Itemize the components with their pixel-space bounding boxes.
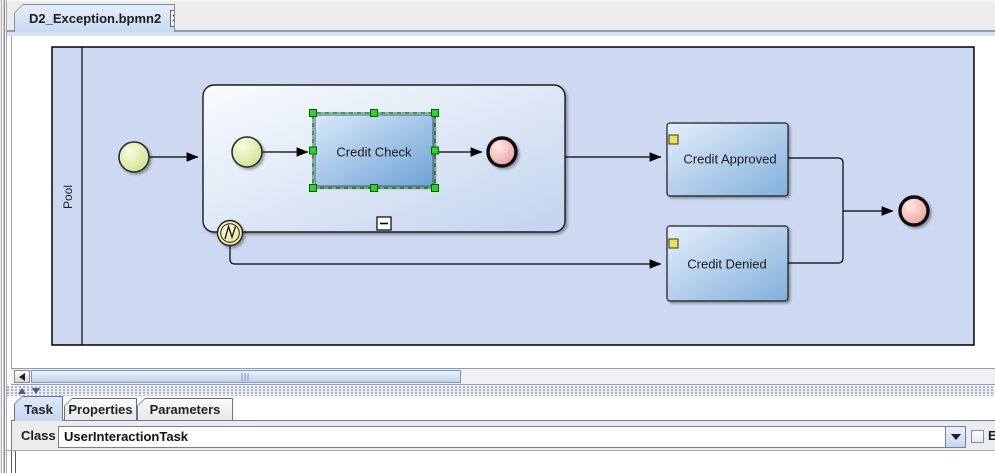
class-value: UserInteractionTask [64, 429, 189, 444]
task-marker-icon [668, 238, 679, 249]
scroll-left-icon [19, 372, 25, 381]
class-combobox[interactable]: UserInteractionTask [58, 426, 966, 448]
class-label: Class [21, 428, 56, 443]
collapse-marker-icon[interactable] [376, 216, 392, 231]
start-event-inner[interactable] [231, 136, 263, 168]
tab-properties[interactable]: Properties [64, 398, 137, 420]
chevron-down-icon [950, 434, 961, 440]
tab-parameters[interactable]: Parameters [137, 398, 233, 420]
tab-close-button[interactable]: ✕ [170, 10, 174, 27]
split-divider[interactable] [7, 386, 995, 396]
canvas-hscrollbar[interactable] [11, 368, 995, 385]
task-credit-check-label: Credit Check [336, 145, 412, 160]
exclude-checkbox-label: Ex [988, 428, 995, 443]
scroll-left-button[interactable] [14, 370, 30, 383]
error-flash-icon [224, 224, 237, 240]
tab-task[interactable]: Task [14, 396, 63, 421]
task-credit-denied-label: Credit Denied [687, 257, 767, 272]
end-event-inner[interactable] [486, 136, 518, 168]
tab-title: D2_Exception.bpmn2 [29, 11, 162, 26]
window-left-groove [0, 0, 7, 473]
tabstrip-highlight [7, 32, 995, 36]
task-credit-approved[interactable] [666, 122, 789, 197]
end-event-final[interactable] [898, 195, 930, 227]
pool-label: Pool [61, 185, 75, 209]
diagram-canvas[interactable]: Pool Credit Check [11, 36, 995, 368]
splitter-expand-down-icon[interactable] [32, 388, 40, 394]
start-event-outer[interactable] [118, 141, 150, 173]
tab-d2-exception[interactable]: D2_Exception.bpmn2 ✕ [14, 4, 175, 32]
exclude-checkbox[interactable] [971, 430, 984, 443]
panel-left-border [11, 451, 16, 473]
close-icon: ✕ [171, 13, 174, 24]
tab-properties-label: Properties [65, 399, 136, 420]
parameters-table-area [7, 450, 995, 473]
tabstrip-border [7, 30, 995, 32]
task-marker-icon [668, 134, 679, 145]
flow-approved-out[interactable] [788, 157, 844, 211]
flow-denied-out[interactable] [788, 211, 844, 264]
scrollbar-thumb[interactable] [31, 370, 461, 383]
task-credit-denied[interactable] [666, 225, 789, 302]
boundary-error-event[interactable] [216, 219, 244, 247]
tab-parameters-label: Parameters [138, 399, 232, 420]
splitter-expand-up-icon[interactable] [18, 388, 26, 394]
tab-task-label: Task [15, 397, 62, 421]
flow-boundary-to-denied[interactable] [229, 246, 662, 269]
task-credit-approved-label: Credit Approved [683, 152, 776, 167]
selection-handles[interactable] [309, 109, 439, 192]
class-dropdown-button[interactable] [945, 427, 965, 447]
scrollbar-grip-icon [241, 373, 251, 381]
task-properties-panel: Class UserInteractionTask Ex [11, 420, 995, 450]
